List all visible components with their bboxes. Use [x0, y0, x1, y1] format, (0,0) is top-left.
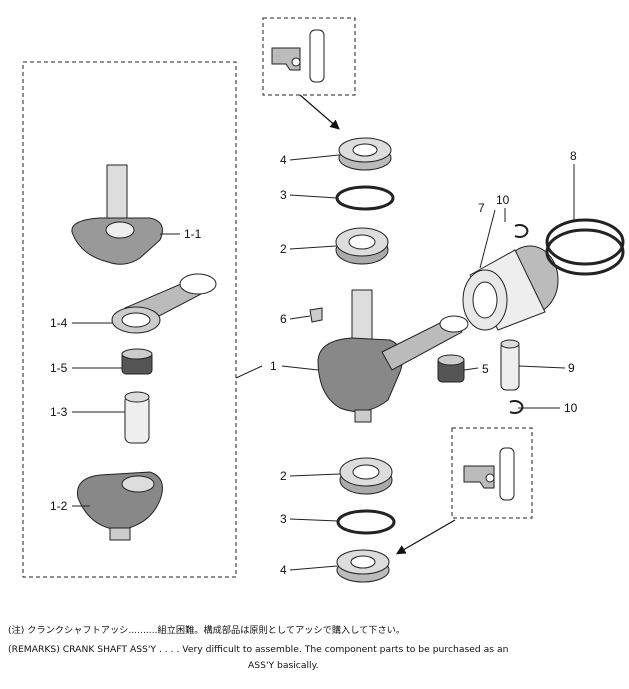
remarks-english-line1: (REMARKS) CRANK SHAFT ASS'Y . . . . Very…: [8, 644, 509, 655]
label-1-5: 1-5: [50, 361, 68, 375]
label-4-bottom: 4: [280, 563, 287, 577]
remarks-english-line2: ASS'Y basically.: [248, 660, 319, 671]
part-6-woodruff-key: [309, 307, 323, 323]
label-4-top: 4: [280, 153, 287, 167]
label-2-bottom: 2: [280, 469, 287, 483]
label-1-2: 1-2: [50, 499, 68, 513]
part-1-1-upper-crank: [71, 164, 163, 265]
part-3-washer-top: [335, 185, 395, 211]
part-9-piston-pin: [500, 339, 520, 391]
label-1: 1: [270, 359, 277, 373]
part-2-bearing-top: [335, 227, 389, 265]
crankshaft-assembly-outline: [22, 61, 237, 578]
label-7: 7: [478, 201, 485, 215]
leader-lines: [72, 154, 575, 571]
part-3-washer-bottom: [336, 509, 396, 535]
label-2-top: 2: [280, 242, 287, 256]
part-1-5-needle-bearing: [121, 348, 153, 375]
label-10-top: 10: [496, 193, 510, 207]
part-2-bearing-bottom: [339, 457, 393, 495]
remarks-japanese: (注) クランクシャフトアッシ..........組立困難。構成部品は原則として…: [8, 625, 406, 636]
part-1-4-connecting-rod: [111, 273, 217, 334]
part-4-oil-seal-top: [338, 137, 392, 171]
label-9: 9: [568, 361, 575, 375]
label-10-bottom: 10: [564, 401, 578, 415]
label-3-top: 3: [280, 188, 287, 202]
label-5: 5: [482, 362, 489, 376]
part-1-crankshaft-assembly: [317, 289, 469, 423]
label-8: 8: [570, 149, 577, 163]
detail-inset-bottom: [451, 427, 533, 519]
part-10-circlip-top: [514, 224, 529, 238]
label-6: 6: [280, 312, 287, 326]
detail-inset-top: [262, 17, 356, 96]
label-1-4: 1-4: [50, 316, 68, 330]
label-3-bottom: 3: [280, 512, 287, 526]
part-1-3-crank-pin: [124, 391, 150, 444]
label-1-3: 1-3: [50, 405, 68, 419]
part-1-2-lower-crank: [76, 471, 163, 541]
part-5-needle-bearing: [437, 354, 465, 383]
part-7-piston: [462, 245, 559, 331]
label-1-1: 1-1: [184, 227, 202, 241]
part-8-piston-rings: [545, 218, 625, 276]
part-4-oil-seal-bottom: [336, 549, 390, 583]
part-10-circlip-bottom: [509, 400, 524, 414]
